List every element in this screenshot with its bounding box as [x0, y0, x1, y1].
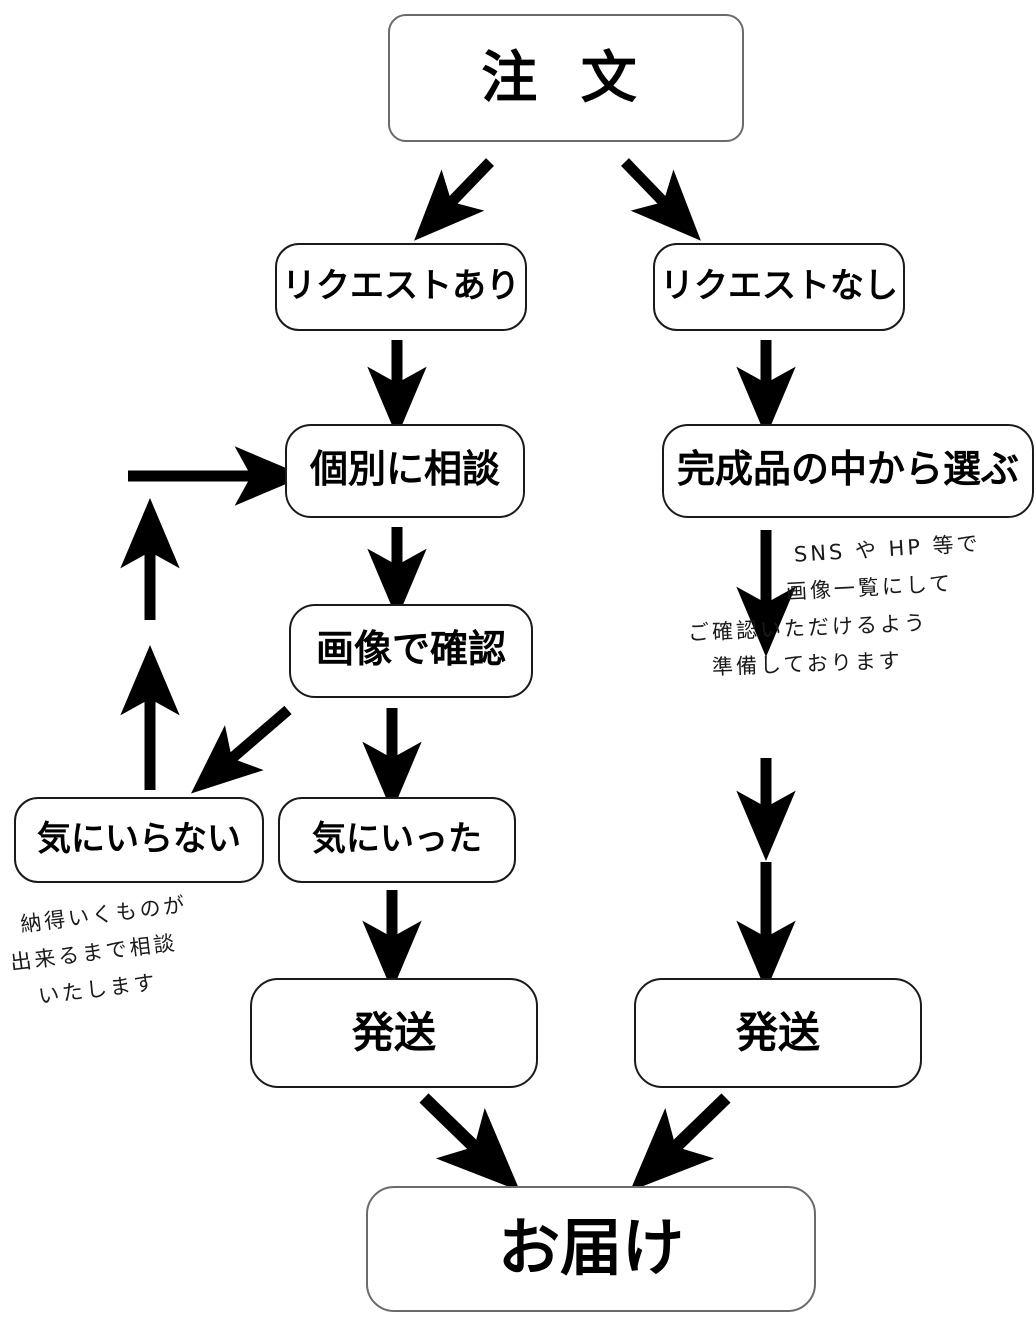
handwritten-note-right-line-4: 準備しております — [711, 648, 904, 680]
node-deliver[interactable]: お届け — [366, 1186, 816, 1312]
node-dislike[interactable]: 気にいらない — [14, 797, 264, 883]
node-ship-right[interactable]: 発送 — [634, 978, 922, 1088]
handwritten-note-right: SNS や HP 等で 画像一覧にして ご確認いただけるよう 準備しております — [686, 531, 982, 683]
node-consult[interactable]: 個別に相談 — [285, 424, 525, 518]
edge-order-to-request-yes — [414, 158, 494, 241]
handwritten-note-left: 納得いくものが 出来るまで相談 いたします — [8, 892, 189, 1008]
node-like[interactable]: 気にいった — [278, 797, 516, 883]
node-request-yes[interactable]: リクエストあり — [275, 243, 527, 331]
node-request-no[interactable]: リクエストなし — [653, 243, 905, 331]
edge-order-to-request-no — [621, 158, 701, 241]
node-ship-left[interactable]: 発送 — [250, 978, 538, 1088]
edge-ship-right-to-deliver — [630, 1093, 731, 1192]
node-image-check[interactable]: 画像で確認 — [289, 604, 533, 698]
node-pick-finished[interactable]: 完成品の中から選ぶ — [662, 424, 1034, 518]
node-order[interactable]: 注 文 — [388, 14, 744, 142]
edge-ship-left-to-deliver — [419, 1093, 520, 1192]
edge-image-check-to-dislike — [190, 705, 292, 794]
